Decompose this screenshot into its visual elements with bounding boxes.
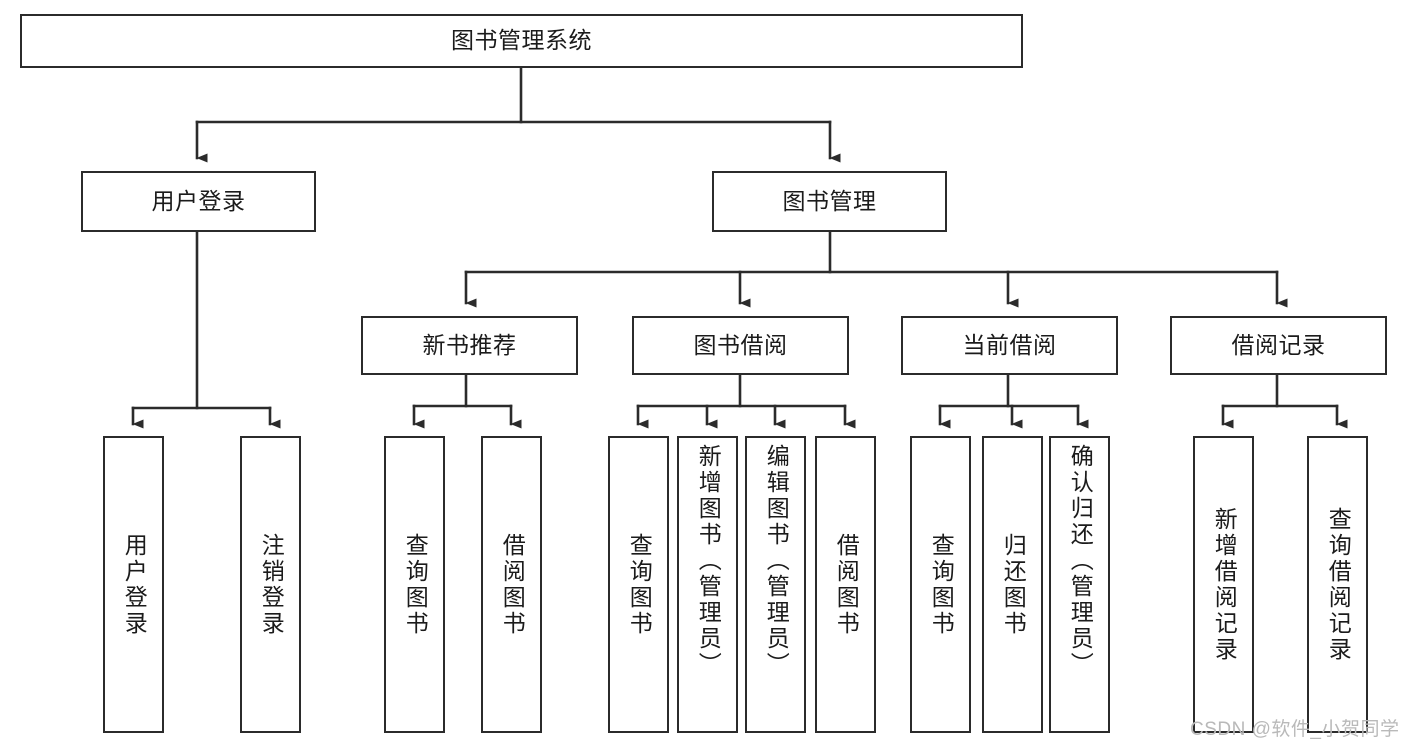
node-leaf-logout-login-label: 注销登录 (258, 532, 285, 637)
node-leaf-borrow-book-2-label: 借阅图书 (833, 532, 860, 637)
node-leaf-logout-login[interactable]: 注销登录 (240, 436, 301, 733)
node-root-label: 图书管理系统 (451, 27, 592, 54)
node-leaf-edit-book[interactable]: 编辑图书（管理员） (745, 436, 806, 733)
node-leaf-query-book-3-label: 查询图书 (928, 532, 955, 637)
node-leaf-confirm-return-label: 确认归还（管理员） (1067, 444, 1094, 678)
node-user-login[interactable]: 用户登录 (81, 171, 316, 232)
node-root[interactable]: 图书管理系统 (20, 14, 1023, 68)
node-leaf-return-book-label: 归还图书 (1000, 532, 1027, 637)
node-new-book-recommend-label: 新书推荐 (422, 331, 517, 358)
node-book-borrow-label: 图书借阅 (693, 331, 788, 358)
node-leaf-user-login[interactable]: 用户登录 (103, 436, 164, 733)
node-leaf-borrow-book-2[interactable]: 借阅图书 (815, 436, 876, 733)
node-leaf-query-book-1[interactable]: 查询图书 (384, 436, 445, 733)
node-leaf-return-book[interactable]: 归还图书 (982, 436, 1043, 733)
node-leaf-query-book-2-label: 查询图书 (626, 532, 653, 637)
node-book-management-label: 图书管理 (782, 187, 877, 214)
node-current-borrow-label: 当前借阅 (962, 331, 1057, 358)
node-leaf-add-record-label: 新增借阅记录 (1211, 506, 1238, 663)
node-leaf-query-book-3[interactable]: 查询图书 (910, 436, 971, 733)
node-leaf-query-book-1-label: 查询图书 (402, 532, 429, 637)
node-borrow-record[interactable]: 借阅记录 (1170, 316, 1387, 375)
node-book-management[interactable]: 图书管理 (712, 171, 947, 232)
node-leaf-borrow-book-1-label: 借阅图书 (499, 532, 526, 637)
node-leaf-add-book[interactable]: 新增图书（管理员） (677, 436, 738, 733)
node-leaf-add-book-label: 新增图书（管理员） (695, 444, 722, 678)
node-user-login-label: 用户登录 (151, 187, 246, 214)
node-leaf-user-login-label: 用户登录 (121, 532, 148, 637)
node-leaf-query-record-label: 查询借阅记录 (1325, 506, 1352, 663)
node-leaf-query-record[interactable]: 查询借阅记录 (1307, 436, 1368, 733)
node-leaf-edit-book-label: 编辑图书（管理员） (763, 444, 790, 678)
node-borrow-record-label: 借阅记录 (1231, 331, 1326, 358)
node-leaf-confirm-return[interactable]: 确认归还（管理员） (1049, 436, 1110, 733)
node-current-borrow[interactable]: 当前借阅 (901, 316, 1118, 375)
node-leaf-query-book-2[interactable]: 查询图书 (608, 436, 669, 733)
node-leaf-borrow-book-1[interactable]: 借阅图书 (481, 436, 542, 733)
node-leaf-add-record[interactable]: 新增借阅记录 (1193, 436, 1254, 733)
node-new-book-recommend[interactable]: 新书推荐 (361, 316, 578, 375)
node-book-borrow[interactable]: 图书借阅 (632, 316, 849, 375)
